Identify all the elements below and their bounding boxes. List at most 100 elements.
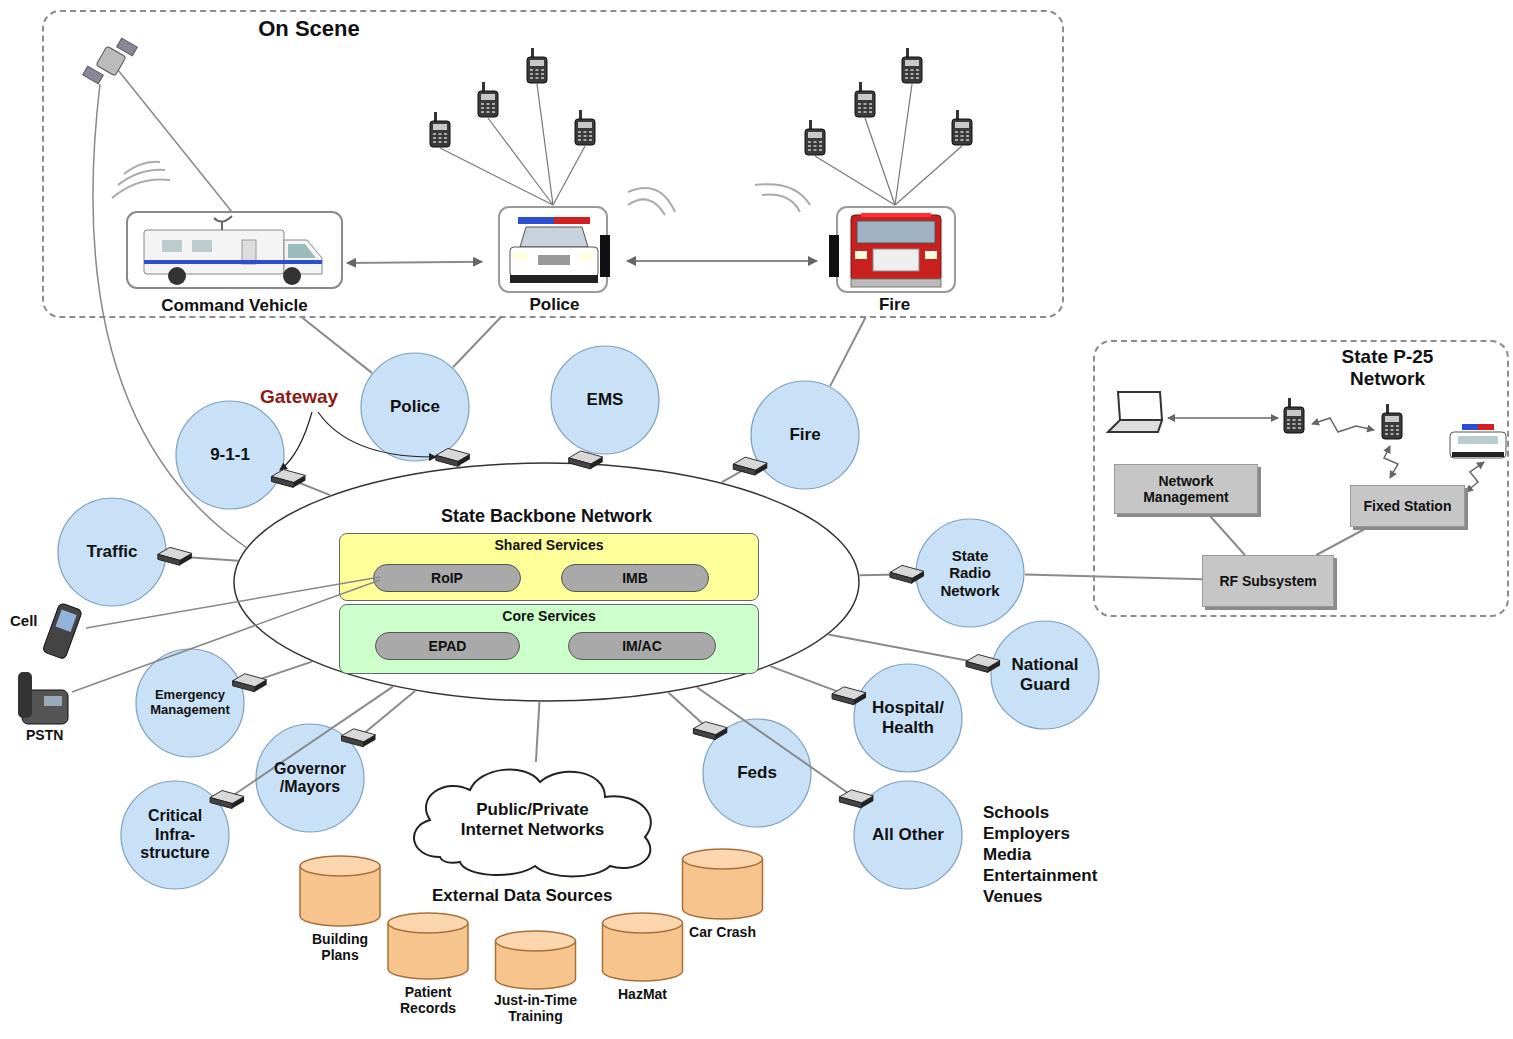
service-pill: IMB xyxy=(561,564,709,592)
drawing-part xyxy=(514,253,528,260)
gateway-pointers xyxy=(280,412,436,470)
drawing-part xyxy=(378,912,478,980)
drawing-part xyxy=(168,267,186,285)
drawing-part xyxy=(851,279,941,287)
cyl-outline xyxy=(378,912,478,980)
gateway-front xyxy=(436,455,458,466)
fire-outline xyxy=(817,205,972,295)
gateway-top xyxy=(233,674,267,687)
connector xyxy=(668,693,716,736)
text-area: Network Management xyxy=(1115,465,1257,513)
list-item: Employers xyxy=(983,824,1070,844)
gateway-top xyxy=(436,448,470,461)
text-area: Emergency Management xyxy=(135,648,245,758)
drawing-part xyxy=(290,855,390,927)
drawing-part xyxy=(44,696,62,706)
drawing-part xyxy=(551,346,659,454)
gateway-top xyxy=(342,729,376,742)
text-area: Patient Records xyxy=(378,984,478,1016)
drawing-part xyxy=(122,210,347,290)
agency-circle: State Radio Network xyxy=(915,518,1025,628)
police-vehicle: Police xyxy=(482,205,627,317)
drawing-part xyxy=(1108,420,1162,432)
drawing-part xyxy=(628,188,675,212)
node-label: Command Vehicle xyxy=(122,296,347,316)
drawing-part xyxy=(72,580,380,692)
cyl-outline xyxy=(675,848,770,920)
agency-circle: Governor /Mayors xyxy=(255,723,365,833)
drawing-part xyxy=(837,207,955,292)
agency-circle: Police xyxy=(360,352,470,462)
gateway-icon xyxy=(271,469,305,487)
drawing-part xyxy=(86,577,380,628)
text-area: State P-25 Network xyxy=(1325,346,1450,390)
drawing-part xyxy=(22,690,68,724)
drawing-part xyxy=(482,205,627,295)
gateway-side xyxy=(715,728,727,740)
drawing-part xyxy=(483,930,588,990)
agency-circle: Fire xyxy=(750,380,860,490)
edge-group xyxy=(158,261,1369,809)
drawing-part xyxy=(318,412,436,457)
node-label: Core Services xyxy=(340,608,758,624)
drawing-part xyxy=(288,244,316,258)
drawing-part xyxy=(527,48,547,83)
pol-outline xyxy=(482,205,627,295)
connector xyxy=(242,662,312,686)
text-area: On Scene xyxy=(194,16,424,41)
data-cylinder: Patient Records xyxy=(378,912,478,1032)
drawing-part xyxy=(58,498,166,606)
gateway-side xyxy=(232,797,244,809)
node-label: Hospital/ Health xyxy=(861,698,956,737)
drawing-part xyxy=(124,162,160,174)
drawing-part xyxy=(628,199,665,215)
gateway-icon xyxy=(436,448,470,466)
text-area: Core Services xyxy=(340,608,758,624)
text-area: IM/AC xyxy=(569,633,715,659)
drawing-part xyxy=(121,781,229,889)
list-item: Venues xyxy=(983,887,1043,907)
drawing-part xyxy=(430,112,450,147)
drawing-part xyxy=(144,260,322,264)
text-area: State Radio Network xyxy=(915,518,1025,628)
drawing-part xyxy=(176,401,284,509)
drawing-part xyxy=(520,227,588,247)
node-label: IM/AC xyxy=(622,638,662,654)
connector xyxy=(220,687,392,804)
node-label: Patient Records xyxy=(383,984,473,1016)
drawing-part xyxy=(1284,398,1304,433)
drawing-part xyxy=(1384,446,1398,478)
node-label: On Scene xyxy=(194,16,424,41)
node-label: Emergency Management xyxy=(140,688,240,718)
drawing-part xyxy=(1312,418,1374,432)
device-label: PSTN xyxy=(26,727,63,743)
node-label: Traffic xyxy=(64,542,160,562)
connector xyxy=(1208,514,1245,555)
drawing-part xyxy=(499,207,607,292)
drawing-part xyxy=(817,205,972,295)
connector xyxy=(1025,574,1202,579)
drawing-part xyxy=(575,110,595,145)
drawing-part xyxy=(1452,452,1504,457)
text-area: Hospital/ Health xyxy=(853,663,963,773)
gateway-icon xyxy=(158,547,192,565)
drawing-part xyxy=(855,251,867,259)
node-label: Shared Services xyxy=(340,537,758,553)
drawing-part xyxy=(873,249,919,271)
drawing-part xyxy=(857,221,935,243)
gateway-side xyxy=(861,796,873,808)
text-area: 9-1-1 xyxy=(175,400,285,510)
drawing-part xyxy=(762,195,800,212)
agency-circle: Critical Infra- structure xyxy=(120,780,230,890)
text-area: Fire xyxy=(817,295,972,315)
drawing-part xyxy=(117,38,138,56)
phone-links xyxy=(72,577,380,692)
drawing-part xyxy=(214,216,232,230)
drawing-part xyxy=(751,381,859,489)
gateway-icon xyxy=(342,729,376,747)
node-label: Public/Private Internet Networks xyxy=(458,800,608,839)
drawing-part xyxy=(1478,424,1494,430)
drawing-part xyxy=(414,770,651,877)
drawing-part xyxy=(683,849,763,869)
